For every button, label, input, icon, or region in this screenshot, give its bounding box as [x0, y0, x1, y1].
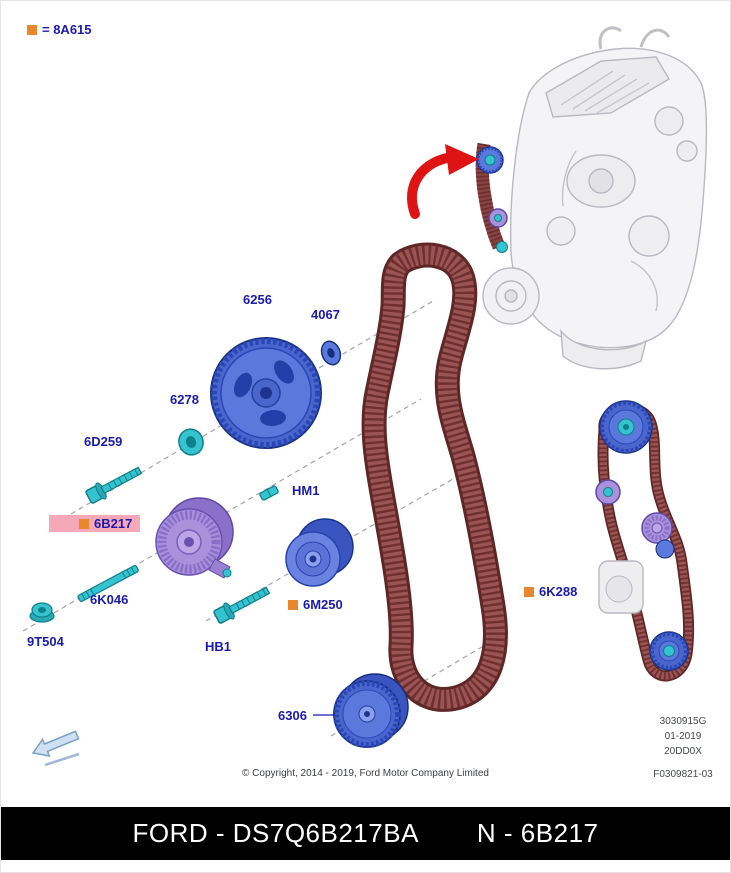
idler-pulley-6M250 [285, 518, 354, 587]
footer-bar: FORD - DS7Q6B217BA N - 6B217 [1, 807, 730, 860]
callout-6B217-label: 6B217 [94, 516, 133, 531]
callout-marker-icon [79, 518, 89, 529]
callout-marker-icon [288, 599, 298, 610]
callout-HM1[interactable]: HM1 [292, 483, 320, 498]
tensioner-6B217 [155, 497, 234, 579]
drawing-code: 20DD0X [664, 746, 702, 757]
prev-page-arrow-icon[interactable] [31, 730, 80, 767]
nut-9T504 [29, 602, 55, 623]
callout-marker-icon [524, 586, 534, 597]
legend-label: = 8A615 [42, 22, 92, 37]
drawing-date: 01-2019 [664, 731, 702, 742]
callout-6K288-label: 6K288 [539, 584, 578, 599]
footer-catalog-number: FORD - DS7Q6B217BA [132, 818, 419, 848]
copyright-notice: © Copyright, 2014 - 2019, Ford Motor Com… [242, 768, 489, 779]
callout-6B217-highlighted[interactable]: 6B217 [49, 515, 141, 532]
bolt-HB1 [211, 581, 273, 627]
figure-number: F0309821-03 [653, 769, 713, 780]
callout-4067[interactable]: 4067 [311, 307, 340, 322]
timing-belt [361, 242, 508, 712]
camshaft-gear-6256 [210, 337, 322, 449]
legend-8A615: = 8A615 [27, 22, 92, 37]
stud-HM1 [259, 485, 279, 501]
washer-6278 [178, 428, 204, 456]
crank-sprocket-6306 [333, 673, 409, 748]
callout-6256[interactable]: 6256 [243, 292, 272, 307]
washer-4067 [320, 340, 342, 366]
bolt-6D259 [83, 461, 145, 507]
callout-6K046[interactable]: 6K046 [90, 592, 129, 607]
engine-front-drive [475, 142, 508, 253]
legend-marker-icon [27, 24, 37, 35]
callout-HB1[interactable]: HB1 [205, 639, 232, 654]
assembled-view [595, 400, 695, 682]
footer-part-group: N - 6B217 [476, 818, 599, 848]
callout-6306[interactable]: 6306 [278, 708, 307, 723]
callout-6M250-label: 6M250 [303, 597, 343, 612]
callout-9T504[interactable]: 9T504 [27, 634, 64, 649]
drawing-number: 3030915G [659, 716, 707, 727]
callout-6D259[interactable]: 6D259 [84, 434, 123, 449]
pointer-arrow-icon [407, 144, 479, 219]
drawing-info-block: 3030915G 01-2019 20DD0X F0309821-03 [637, 714, 729, 782]
callout-6M250[interactable]: 6M250 [288, 597, 343, 612]
stud-6K046 [77, 565, 139, 602]
callout-6K288[interactable]: 6K288 [524, 584, 577, 599]
callout-6278[interactable]: 6278 [170, 392, 199, 407]
engine-illustration [482, 26, 708, 370]
diagram-artwork [22, 26, 708, 767]
